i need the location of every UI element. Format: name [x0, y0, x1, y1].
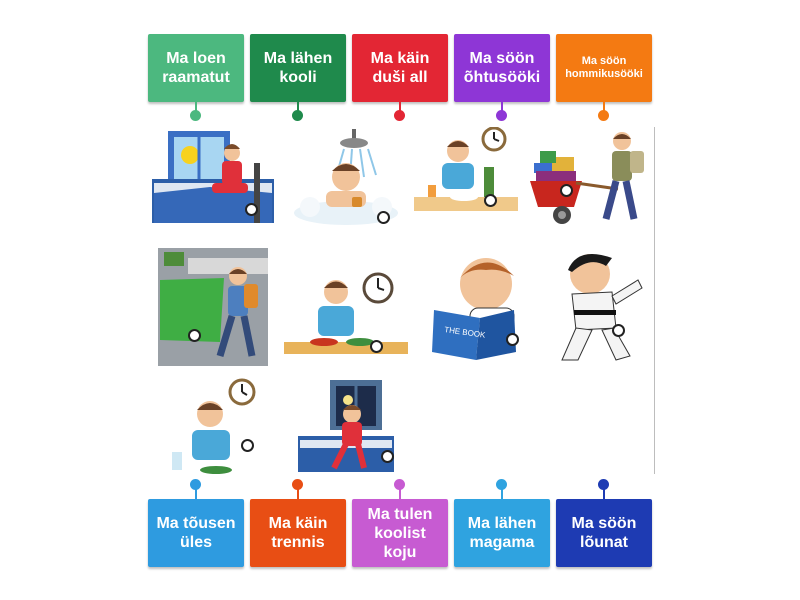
label-ma-soon-ohtusooki[interactable]: Ma söön õhtusööki	[454, 34, 550, 102]
label-ma-lahen-kooli[interactable]: Ma lähen kooli	[250, 34, 346, 102]
boy-eating-with-clock-icon	[414, 127, 518, 219]
label-connector	[297, 489, 299, 499]
drop-zone-4[interactable]	[560, 184, 573, 197]
label-connector	[195, 489, 197, 499]
label-ma-tulen-koolist-koju[interactable]: Ma tulen koolist koju	[352, 499, 448, 567]
boy-waking-up-in-bed-icon	[150, 127, 278, 227]
boy-showering-icon	[292, 127, 400, 227]
label-connector	[501, 102, 503, 112]
label-pin[interactable]	[292, 479, 303, 490]
image-border	[654, 127, 655, 474]
label-pin[interactable]	[496, 479, 507, 490]
label-pin[interactable]	[394, 479, 405, 490]
drop-zone-6[interactable]	[370, 340, 383, 353]
label-pin[interactable]	[292, 110, 303, 121]
drop-zone-9[interactable]	[241, 439, 254, 452]
boy-eating-meal-icon	[160, 378, 260, 474]
label-connector	[195, 102, 197, 112]
boy-sitting-on-bed-at-night-icon	[296, 378, 398, 474]
karate-kid-icon	[542, 244, 644, 364]
boy-reading-book-icon: THE BOOK	[430, 248, 536, 364]
label-ma-kain-dusi-all[interactable]: Ma käin duši all	[352, 34, 448, 102]
boy-pulling-cart-of-books-icon	[526, 127, 650, 227]
drop-zone-3[interactable]	[484, 194, 497, 207]
drop-zone-10[interactable]	[381, 450, 394, 463]
label-pin[interactable]	[394, 110, 405, 121]
drop-zone-5[interactable]	[188, 329, 201, 342]
label-connector	[603, 102, 605, 112]
drop-zone-8[interactable]	[612, 324, 625, 337]
label-ma-kain-trennis[interactable]: Ma käin trennis	[250, 499, 346, 567]
label-pin[interactable]	[190, 110, 201, 121]
label-connector	[399, 489, 401, 499]
label-pin[interactable]	[598, 479, 609, 490]
drop-zone-1[interactable]	[245, 203, 258, 216]
boy-walking-to-school-icon	[158, 248, 268, 366]
label-connector	[297, 102, 299, 112]
boy-eating-at-table-icon	[284, 268, 408, 358]
label-ma-lahen-magama[interactable]: Ma lähen magama	[454, 499, 550, 567]
label-ma-soon-lounat[interactable]: Ma söön lõunat	[556, 499, 652, 567]
drop-zone-7[interactable]	[506, 333, 519, 346]
label-ma-tousen-ules[interactable]: Ma tõusen üles	[148, 499, 244, 567]
label-connector	[603, 489, 605, 499]
label-pin[interactable]	[190, 479, 201, 490]
label-connector	[399, 102, 401, 112]
label-pin[interactable]	[598, 110, 609, 121]
label-pin[interactable]	[496, 110, 507, 121]
label-connector	[501, 489, 503, 499]
label-ma-loen-raamatut[interactable]: Ma loen raamatut	[148, 34, 244, 102]
label-ma-soon-hommikusooki[interactable]: Ma söön hommikusööki	[556, 34, 652, 102]
drop-zone-2[interactable]	[377, 211, 390, 224]
